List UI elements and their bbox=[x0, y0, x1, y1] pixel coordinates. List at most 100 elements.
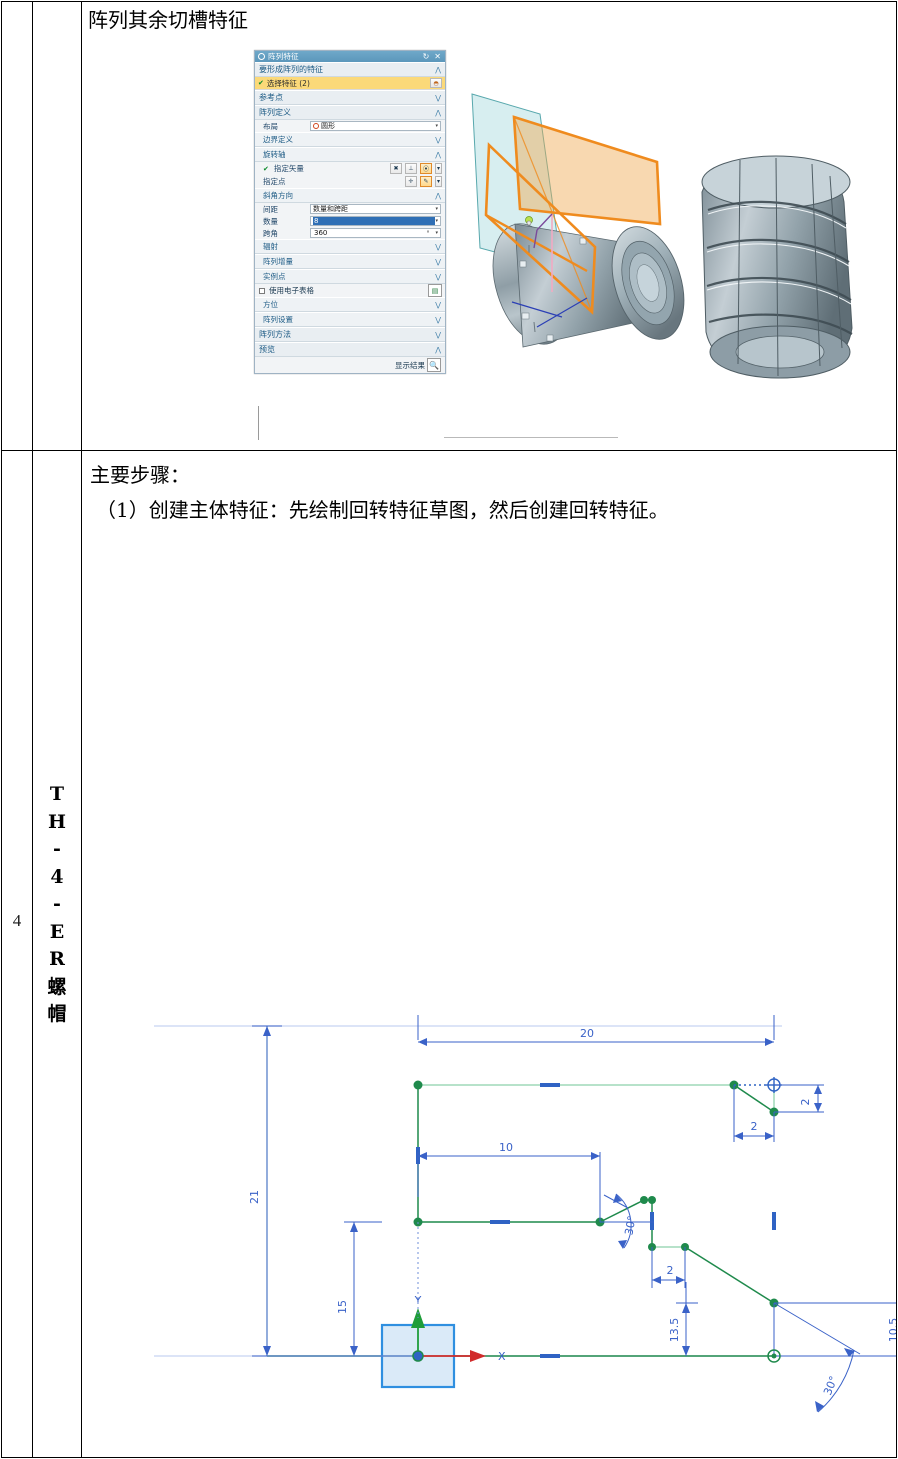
group-label: 阵列增量 bbox=[263, 257, 293, 266]
spacing-select[interactable]: 数量和跨距 ▾ bbox=[310, 204, 441, 214]
group-boundary-definition[interactable]: 边界定义 ⋁ bbox=[255, 132, 445, 147]
group-label: 阵列定义 bbox=[259, 108, 291, 117]
viewport-3d-pattern bbox=[471, 93, 853, 379]
group-label: 阵列方法 bbox=[259, 330, 291, 339]
span-angle-label: 跨角 bbox=[263, 228, 278, 238]
select-feature-row[interactable]: ✔ 选择特征 (2) ◓ bbox=[255, 77, 445, 90]
dialog-title-bar[interactable]: 阵列特征 ↻ ✕ bbox=[255, 51, 445, 62]
part-label-char: 4 bbox=[50, 865, 64, 888]
chevron-up-icon: ⋀ bbox=[435, 108, 441, 117]
sketch-viewport: 20 bbox=[154, 1015, 896, 1413]
chevron-down-icon[interactable]: ▾ bbox=[435, 230, 438, 236]
vector-more-icon[interactable]: ▾ bbox=[435, 163, 442, 174]
span-angle-input[interactable]: 360 ° ▾ bbox=[310, 228, 441, 238]
count-label: 数量 bbox=[263, 216, 278, 226]
chevron-down-icon: ⋁ bbox=[435, 300, 441, 309]
count-input[interactable]: 8 ▾ bbox=[310, 216, 441, 226]
gear-icon bbox=[258, 53, 265, 60]
group-pattern-increment[interactable]: 阵列增量 ⋁ bbox=[255, 254, 445, 269]
pattern-feature-dialog[interactable]: 阵列特征 ↻ ✕ 要形成阵列的特征 ⋀ ✔ 选择特征 (2) ◓ 参考 bbox=[254, 50, 446, 374]
row-part-cell bbox=[32, 1, 82, 451]
angle-30-upper: 30° bbox=[622, 1215, 638, 1236]
group-label: 旋转轴 bbox=[263, 150, 286, 159]
chevron-down-icon[interactable]: ▾ bbox=[435, 206, 438, 212]
group-instance-point[interactable]: 实例点 ⋁ bbox=[255, 269, 445, 284]
chevron-down-icon: ⋁ bbox=[435, 242, 441, 251]
chevron-down-icon: ⋁ bbox=[435, 135, 441, 144]
group-label: 实例点 bbox=[263, 272, 286, 281]
group-label: 参考点 bbox=[259, 93, 283, 102]
vector-axis-icon[interactable]: ⊥ bbox=[405, 163, 417, 174]
table-row: 阵列其余切槽特征 bbox=[1, 1, 897, 451]
row-index-cell bbox=[1, 1, 33, 451]
vector-face-normal-icon[interactable]: ⦿ bbox=[420, 163, 432, 174]
dimension-10: 10 bbox=[499, 1141, 513, 1154]
chevron-up-icon: ⋀ bbox=[435, 150, 441, 159]
group-angular-direction[interactable]: 斜角方向 ⋀ bbox=[255, 188, 445, 203]
use-spreadsheet-row[interactable]: 使用电子表格 ▤ bbox=[255, 284, 445, 297]
chevron-down-icon: ⋁ bbox=[435, 93, 441, 102]
dialog-title: 阵列特征 bbox=[268, 52, 299, 61]
dimension-20: 20 bbox=[580, 1027, 594, 1040]
group-reference-point[interactable]: 参考点 ⋁ bbox=[255, 90, 445, 105]
group-features-to-pattern[interactable]: 要形成阵列的特征 ⋀ bbox=[255, 62, 445, 77]
chevron-down-icon: ⋁ bbox=[435, 330, 441, 339]
row-content-cell: 主要步骤： （1）创建主体特征：先绘制回转特征草图，然后创建回转特征。 bbox=[81, 450, 897, 1458]
close-icon[interactable]: ✕ bbox=[434, 51, 441, 61]
specify-vector-row[interactable]: ✔ 指定矢量 ✖ ⊥ ⦿ ▾ bbox=[255, 162, 445, 175]
angle-30-lower: 30° bbox=[821, 1374, 840, 1397]
layout-label: 布局 bbox=[263, 121, 278, 131]
select-feature-icon[interactable]: ◓ bbox=[430, 78, 442, 88]
dimension-2-horizontal-a: 2 bbox=[751, 1120, 758, 1133]
group-label: 辐射 bbox=[263, 242, 278, 251]
dimension-10-5: 10.5 bbox=[887, 1318, 896, 1343]
layout-row[interactable]: 布局 圆形 ▾ bbox=[255, 120, 445, 132]
span-angle-row[interactable]: 跨角 360 ° ▾ bbox=[255, 227, 445, 239]
group-label: 方位 bbox=[263, 300, 278, 309]
chevron-down-icon[interactable]: ▾ bbox=[435, 218, 438, 224]
group-rotation-axis[interactable]: 旋转轴 ⋀ bbox=[255, 147, 445, 162]
row-index-label: 4 bbox=[12, 911, 22, 930]
layout-value: 圆形 bbox=[321, 122, 335, 130]
layout-select[interactable]: 圆形 ▾ bbox=[310, 121, 441, 131]
specify-point-row[interactable]: 指定点 ✛ ✎ ▾ bbox=[255, 175, 445, 188]
part-label-char: - bbox=[53, 893, 61, 916]
group-radial[interactable]: 辐射 ⋁ bbox=[255, 239, 445, 254]
section-caption: 阵列其余切槽特征 bbox=[88, 8, 248, 32]
group-pattern-definition[interactable]: 阵列定义 ⋀ bbox=[255, 105, 445, 120]
spreadsheet-icon[interactable]: ▤ bbox=[428, 284, 442, 297]
part-label-char: R bbox=[49, 948, 65, 971]
axis-label-x: X bbox=[498, 1350, 506, 1363]
checkbox[interactable] bbox=[259, 287, 265, 294]
dimension-2-horizontal-b: 2 bbox=[667, 1264, 674, 1277]
spacing-row[interactable]: 间距 数量和跨距 ▾ bbox=[255, 203, 445, 215]
reset-icon[interactable]: ↻ bbox=[422, 51, 430, 61]
steps-heading: 主要步骤： bbox=[90, 463, 190, 487]
part-label-char: T bbox=[49, 783, 65, 805]
point-more-icon[interactable]: ▾ bbox=[435, 176, 442, 187]
group-pattern-method[interactable]: 阵列方法 ⋁ bbox=[255, 327, 445, 342]
group-orientation[interactable]: 方位 ⋁ bbox=[255, 297, 445, 312]
row-part-label-vertical: T H - 4 - E R 螺 帽 bbox=[33, 451, 81, 1029]
group-preview[interactable]: 预览 ⋀ bbox=[255, 342, 445, 357]
group-label: 边界定义 bbox=[263, 135, 293, 144]
group-pattern-settings[interactable]: 阵列设置 ⋁ bbox=[255, 312, 445, 327]
specify-vector-label: 指定矢量 bbox=[273, 164, 304, 173]
vector-inferred-icon[interactable]: ✖ bbox=[390, 163, 402, 174]
spacing-value: 数量和跨距 bbox=[313, 205, 348, 213]
chevron-down-icon[interactable]: ▾ bbox=[435, 123, 438, 129]
count-row[interactable]: 数量 8 ▾ bbox=[255, 215, 445, 227]
check-icon: ✔ bbox=[263, 164, 269, 173]
point-constructor-icon[interactable]: ✛ bbox=[405, 176, 417, 187]
dialog-stem-artifact bbox=[258, 406, 259, 440]
group-label: 要形成阵列的特征 bbox=[259, 65, 323, 74]
search-icon[interactable]: 🔍 bbox=[427, 358, 441, 372]
point-snap-icon[interactable]: ✎ bbox=[420, 176, 432, 187]
circular-icon bbox=[313, 123, 319, 129]
span-angle-unit: ° bbox=[426, 229, 430, 237]
chevron-down-icon: ⋁ bbox=[435, 257, 441, 266]
chevron-up-icon: ⋀ bbox=[435, 65, 441, 74]
use-spreadsheet-label: 使用电子表格 bbox=[269, 286, 314, 295]
